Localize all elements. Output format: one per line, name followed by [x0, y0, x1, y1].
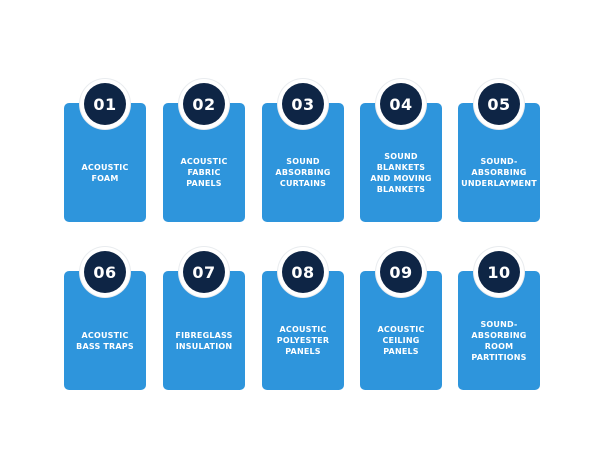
card-01: 01 ACOUSTIC FOAM	[64, 79, 146, 222]
badge-ring: 06	[80, 247, 130, 297]
card-label: ACOUSTIC POLYESTER PANELS	[276, 325, 330, 356]
card-label: SOUND-ABSORBING ROOM PARTITIONS	[471, 319, 527, 362]
card-03: 03 SOUND ABSORBING CURTAINS	[262, 79, 344, 222]
number-badge: 10	[478, 251, 520, 293]
number-badge: 01	[84, 83, 126, 125]
number-badge: 06	[84, 251, 126, 293]
card-label: SOUND ABSORBING CURTAINS	[275, 157, 331, 188]
card-label: ACOUSTIC FOAM	[81, 162, 129, 183]
card-label: ACOUSTIC CEILING PANELS	[377, 325, 425, 356]
card-label: SOUND-ABSORBING UNDERLAYMENT	[461, 157, 537, 188]
badge-ring: 02	[179, 79, 229, 129]
card-09: 09 ACOUSTIC CEILING PANELS	[360, 247, 442, 390]
number-badge: 05	[478, 83, 520, 125]
badge-ring: 07	[179, 247, 229, 297]
number-badge: 07	[183, 251, 225, 293]
badge-ring: 01	[80, 79, 130, 129]
card-label: SOUND BLANKETS AND MOVING BLANKETS	[370, 151, 432, 194]
badge-ring: 04	[376, 79, 426, 129]
badge-ring: 05	[474, 79, 524, 129]
card-07: 07 FIBREGLASS INSULATION	[163, 247, 245, 390]
number-badge: 08	[282, 251, 324, 293]
card-05: 05 SOUND-ABSORBING UNDERLAYMENT	[458, 79, 540, 222]
card-02: 02 ACOUSTIC FABRIC PANELS	[163, 79, 245, 222]
badge-ring: 08	[278, 247, 328, 297]
card-08: 08 ACOUSTIC POLYESTER PANELS	[262, 247, 344, 390]
card-label: ACOUSTIC BASS TRAPS	[76, 330, 134, 351]
badge-ring: 03	[278, 79, 328, 129]
number-badge: 04	[380, 83, 422, 125]
badge-ring: 10	[474, 247, 524, 297]
badge-ring: 09	[376, 247, 426, 297]
card-label: ACOUSTIC FABRIC PANELS	[180, 157, 228, 188]
number-badge: 02	[183, 83, 225, 125]
card-label: FIBREGLASS INSULATION	[175, 330, 233, 351]
card-10: 10 SOUND-ABSORBING ROOM PARTITIONS	[458, 247, 540, 390]
number-badge: 03	[282, 83, 324, 125]
card-06: 06 ACOUSTIC BASS TRAPS	[64, 247, 146, 390]
number-badge: 09	[380, 251, 422, 293]
card-04: 04 SOUND BLANKETS AND MOVING BLANKETS	[360, 79, 442, 222]
